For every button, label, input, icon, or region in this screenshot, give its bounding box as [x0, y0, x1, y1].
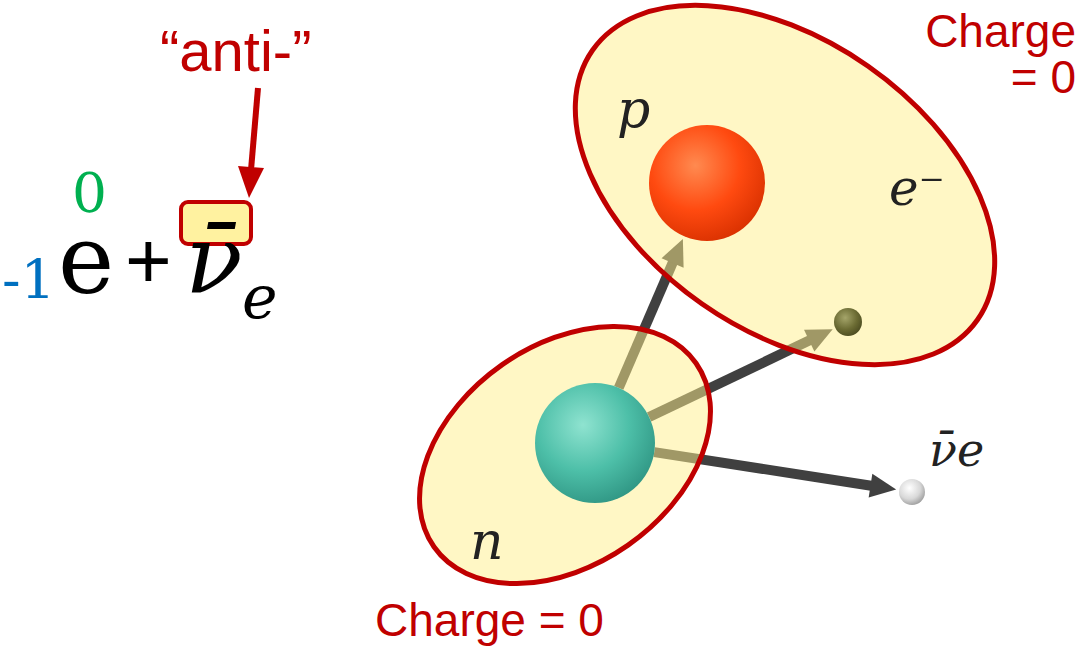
- particle-sphere: [649, 125, 765, 241]
- plus-sign: +: [125, 221, 172, 301]
- region-ellipse: [371, 273, 759, 637]
- text-holder: Charge = 0: [375, 597, 604, 643]
- charge-region: Charge = 0n: [395, 320, 725, 600]
- electron-ball: e⁻: [834, 308, 862, 336]
- text-holder: e: [58, 213, 114, 308]
- text-holder: p: [617, 83, 650, 135]
- text-holder: e⁻: [889, 163, 945, 213]
- text-holder: ν̄e: [929, 427, 984, 473]
- particle-sphere: [535, 383, 655, 503]
- arrow-head: [869, 474, 897, 498]
- text-holder: -1: [2, 253, 56, 308]
- proton-ball-outline: [649, 125, 765, 241]
- text-holder: +: [125, 221, 172, 301]
- particle-label: n: [470, 515, 504, 567]
- particle-label: e⁻: [889, 163, 945, 213]
- charge-label: Charge = 0: [375, 597, 604, 643]
- electron-symbol: e: [58, 213, 114, 308]
- pointer-line: [251, 88, 258, 170]
- charge-label: Charge = 0: [916, 8, 1076, 100]
- text-holder: ν̄: [185, 213, 243, 308]
- particle-label: ν̄e: [929, 427, 984, 473]
- proton-ball: p: [649, 125, 765, 241]
- text-holder: e: [242, 267, 278, 327]
- neutron-ball: n: [535, 383, 655, 503]
- antineutrino-ball-outline: [899, 479, 925, 505]
- antineutrino-symbol: ν̄: [185, 213, 243, 308]
- neutron-ball-outline: [535, 383, 655, 503]
- charge-number: -1: [2, 253, 56, 308]
- particle-sphere: [834, 308, 862, 336]
- antineutrino-ball: ν̄e: [899, 479, 925, 505]
- text-holder: Charge = 0: [916, 8, 1076, 100]
- electron-ball-outline: [834, 308, 862, 336]
- particle-sphere: [899, 479, 925, 505]
- callout-text: “anti-”: [160, 22, 311, 80]
- text-holder: “anti-”: [160, 22, 311, 80]
- text-holder: n: [470, 515, 504, 567]
- subscript-letter: e: [242, 267, 278, 327]
- pointer-head: [238, 166, 264, 198]
- particle-label: p: [617, 83, 650, 135]
- charge-region: Charge = 0 p e⁻: [560, 0, 1080, 380]
